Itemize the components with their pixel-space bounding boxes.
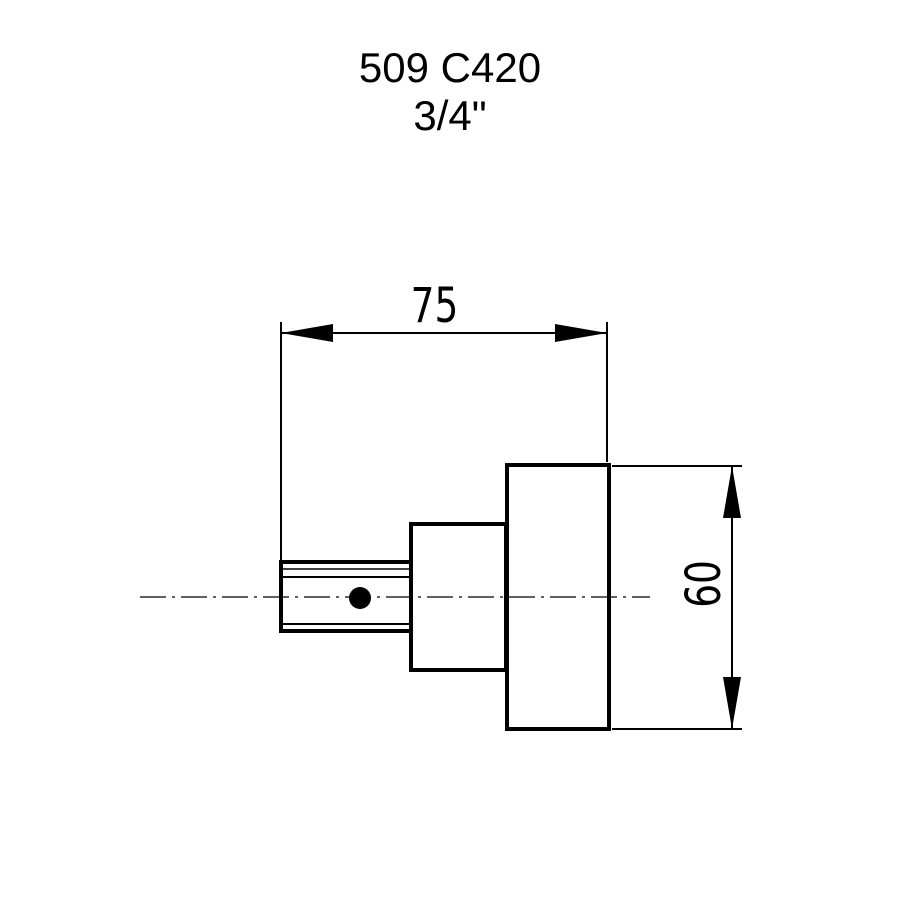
pin-hole-dot xyxy=(349,587,371,609)
connection-size: 3/4" xyxy=(413,92,487,139)
length-value: 75 xyxy=(411,279,459,335)
cap-section xyxy=(505,463,611,731)
diameter-dimension xyxy=(612,465,742,730)
stem-section xyxy=(279,560,411,633)
length-dimension xyxy=(280,322,608,562)
diameter-value: 60 xyxy=(677,560,733,608)
title-block: 509 C420 3/4" xyxy=(0,44,900,140)
model-number: 509 C420 xyxy=(358,44,542,91)
